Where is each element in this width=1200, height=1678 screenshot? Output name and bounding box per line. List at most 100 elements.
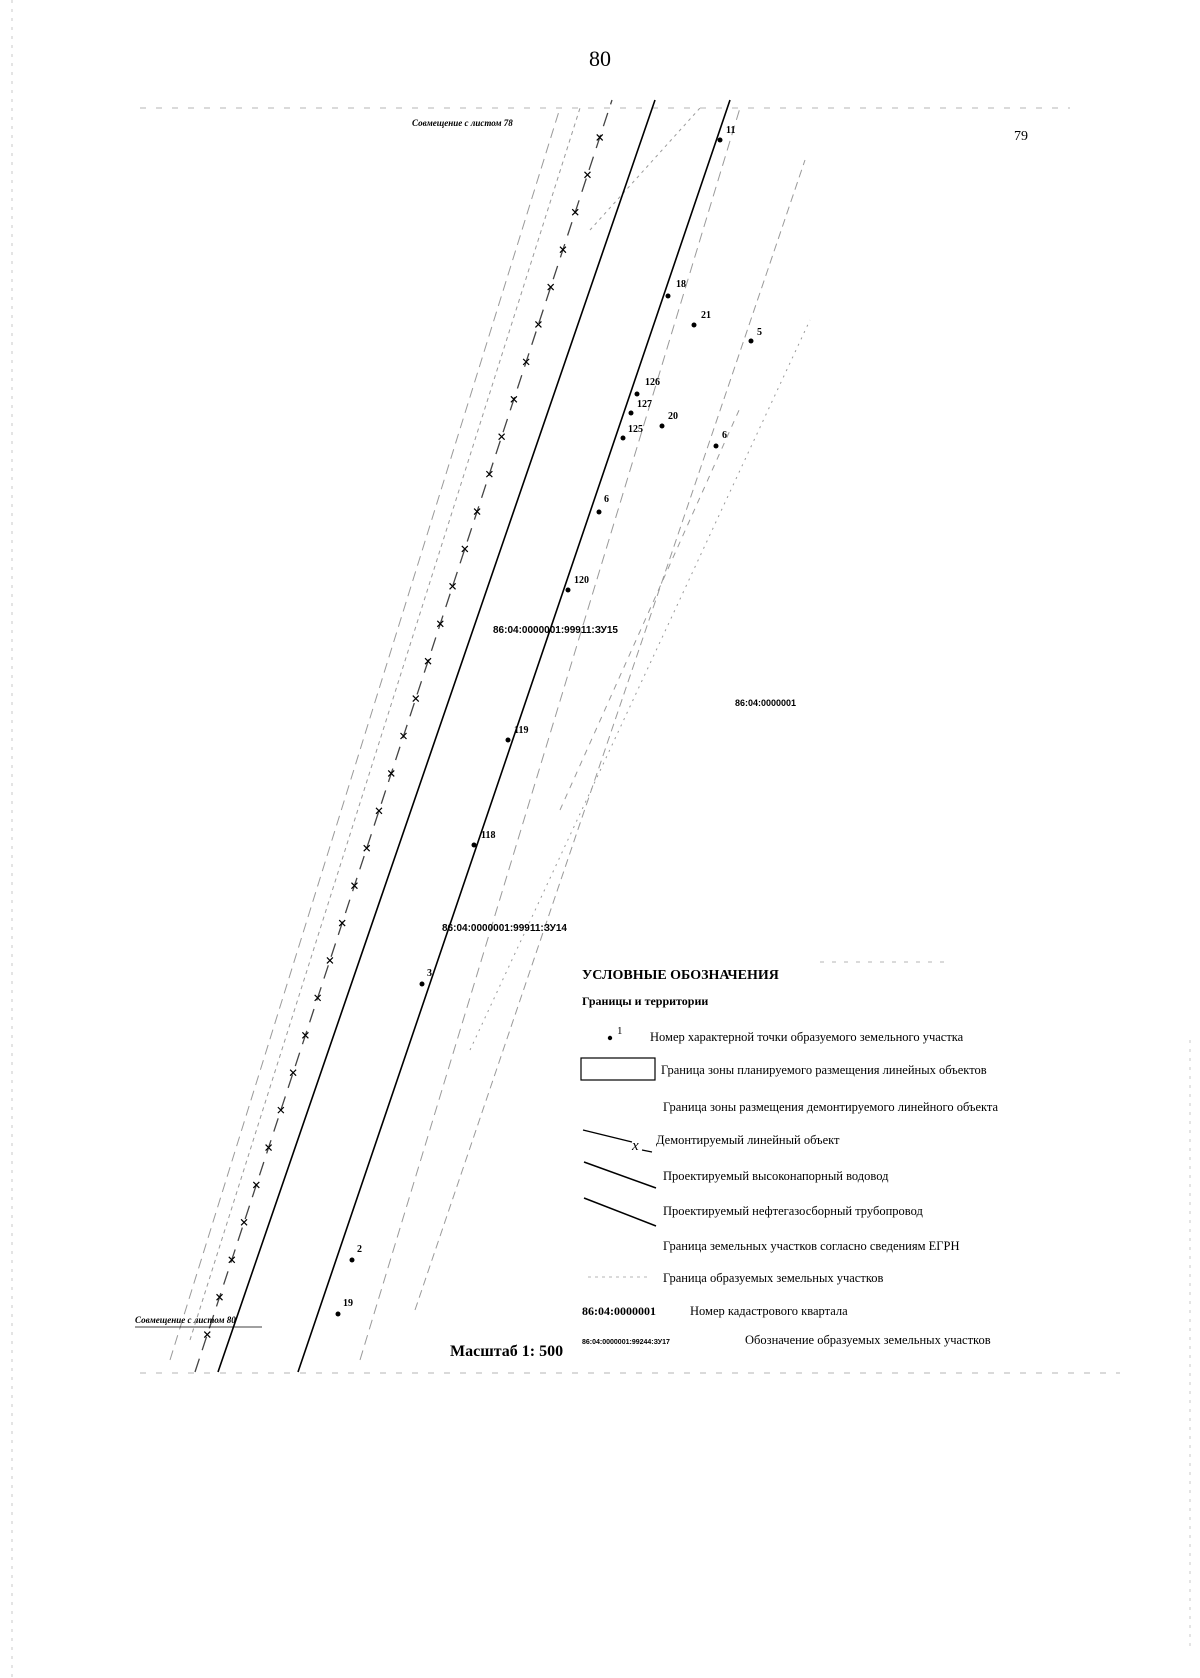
legend-zone-symbol bbox=[580, 1057, 656, 1081]
legend-item-oilgas: Проектируемый нефтегазосборный трубопров… bbox=[663, 1204, 923, 1218]
x-marker bbox=[240, 1218, 248, 1226]
point-119 bbox=[505, 737, 511, 743]
legend-quarter-sample: 86:04:0000001 bbox=[582, 1304, 656, 1318]
point-label-125: 125 bbox=[628, 424, 643, 435]
x-marker bbox=[412, 695, 420, 703]
point-3 bbox=[419, 981, 425, 987]
point-label-6-right: 6 bbox=[722, 430, 727, 441]
x-marker bbox=[596, 133, 604, 141]
point-label-18: 18 bbox=[676, 279, 686, 290]
legend-demolished-marker: x bbox=[631, 1138, 639, 1154]
point-label-5: 5 bbox=[757, 327, 762, 338]
point-6-right bbox=[713, 443, 719, 449]
x-marker bbox=[498, 433, 506, 441]
x-marker bbox=[436, 620, 444, 628]
point-label-19: 19 bbox=[343, 1298, 353, 1309]
legend-demolished-symbol bbox=[582, 1129, 633, 1143]
x-marker bbox=[326, 957, 334, 964]
legend-item-point: Номер характерной точки образуемого земе… bbox=[650, 1030, 964, 1044]
parcel-boundary-d bbox=[589, 107, 701, 231]
legend-item-planning-zone: Граница зоны планируемого размещения лин… bbox=[661, 1063, 987, 1077]
page-number: 80 bbox=[589, 46, 611, 71]
point-label-119: 119 bbox=[514, 725, 528, 736]
legend-item-quarter: Номер кадастрового квартала bbox=[690, 1304, 848, 1318]
legend-title: УСЛОВНЫЕ ОБОЗНАЧЕНИЯ bbox=[582, 968, 779, 983]
point-label-118: 118 bbox=[481, 830, 495, 841]
point-label-3: 3 bbox=[427, 968, 432, 979]
point-label-2: 2 bbox=[357, 1244, 362, 1255]
point-5 bbox=[748, 338, 754, 344]
x-marker bbox=[277, 1106, 285, 1114]
x-marker bbox=[473, 508, 481, 515]
x-marker bbox=[228, 1256, 236, 1264]
scale-label: Масштаб 1: 500 bbox=[450, 1343, 563, 1360]
legend-item-parcel-designation: Обозначение образуемых земельных участко… bbox=[745, 1333, 991, 1347]
point-label-126: 126 bbox=[645, 377, 660, 388]
demolished-line-markers bbox=[203, 133, 604, 1339]
x-marker bbox=[338, 919, 346, 927]
legend-item-new-parcels: Граница образуемых земельных участков bbox=[663, 1271, 884, 1285]
point-label-11: 11 bbox=[726, 125, 735, 136]
x-marker bbox=[289, 1069, 297, 1077]
point-19 bbox=[335, 1311, 341, 1317]
parcel-boundary-a bbox=[414, 159, 806, 1311]
legend-item-egrn: Граница земельных участков согласно свед… bbox=[663, 1239, 960, 1253]
adjacent-sheet-number: 79 bbox=[1014, 129, 1028, 144]
oil-gas-pipeline bbox=[297, 99, 731, 1373]
demolition-zone-left bbox=[189, 107, 581, 1341]
x-marker bbox=[534, 321, 542, 328]
legend-subtitle: Границы и территории bbox=[582, 994, 708, 1008]
point-21 bbox=[691, 322, 697, 328]
point-118 bbox=[471, 842, 477, 848]
point-6-center bbox=[596, 509, 602, 515]
x-marker bbox=[510, 395, 518, 403]
point-18 bbox=[665, 293, 671, 299]
x-marker bbox=[424, 657, 432, 665]
x-marker bbox=[584, 171, 591, 179]
page-edge-marks bbox=[11, 0, 1191, 1678]
legend-oilgas-symbol bbox=[583, 1197, 657, 1227]
x-marker bbox=[547, 283, 555, 291]
x-marker bbox=[351, 882, 358, 890]
x-marker bbox=[461, 545, 469, 553]
x-marker bbox=[216, 1293, 223, 1301]
quarter-label: 86:04:0000001 bbox=[735, 698, 796, 708]
point-20 bbox=[659, 423, 665, 429]
parcel-label-zu15: 86:04:0000001:99911:ЗУ15 bbox=[493, 625, 618, 636]
point-120 bbox=[565, 587, 571, 593]
point-label-120: 120 bbox=[574, 575, 589, 586]
match-note-bottom: Совмещение с листом 80 bbox=[135, 1315, 236, 1325]
faint-boundaries bbox=[169, 107, 811, 1361]
point-2 bbox=[349, 1257, 355, 1263]
x-marker bbox=[301, 1031, 309, 1039]
x-marker bbox=[400, 732, 407, 740]
parcel-boundary-b bbox=[469, 319, 811, 1051]
point-label-127: 127 bbox=[637, 399, 652, 410]
point-labels: 11 18 21 5 126 127 20 125 6 6 120 119 11… bbox=[343, 125, 762, 1309]
x-marker bbox=[252, 1181, 260, 1189]
x-marker bbox=[559, 246, 567, 254]
parcel-boundary-c bbox=[559, 407, 741, 811]
point-11 bbox=[717, 137, 723, 143]
x-marker bbox=[522, 358, 530, 366]
point-126 bbox=[634, 391, 640, 397]
legend-item-demolition-zone: Граница зоны размещения демонтируемого л… bbox=[663, 1100, 999, 1114]
legend-item-demolished: Демонтируемый линейный объект bbox=[656, 1133, 840, 1147]
point-label-6-center: 6 bbox=[604, 494, 609, 505]
planning-zone-right bbox=[359, 107, 741, 1361]
x-marker bbox=[485, 470, 493, 478]
water-pipeline bbox=[217, 99, 656, 1373]
x-marker bbox=[314, 994, 322, 1002]
x-marker bbox=[571, 208, 579, 216]
x-marker bbox=[387, 769, 395, 777]
sheet-frame bbox=[140, 107, 1120, 1374]
legend-item-water: Проектируемый высоконапорный водовод bbox=[663, 1169, 889, 1183]
x-marker bbox=[265, 1144, 273, 1151]
cadastral-labels: 86:04:0000001:99911:ЗУ15 86:04:0000001:9… bbox=[442, 625, 796, 934]
match-note-top: Совмещение с листом 78 bbox=[412, 118, 513, 128]
legend-demolished-tail bbox=[641, 1149, 653, 1153]
point-label-20: 20 bbox=[668, 411, 678, 422]
x-marker bbox=[449, 582, 456, 590]
x-marker bbox=[375, 807, 383, 815]
